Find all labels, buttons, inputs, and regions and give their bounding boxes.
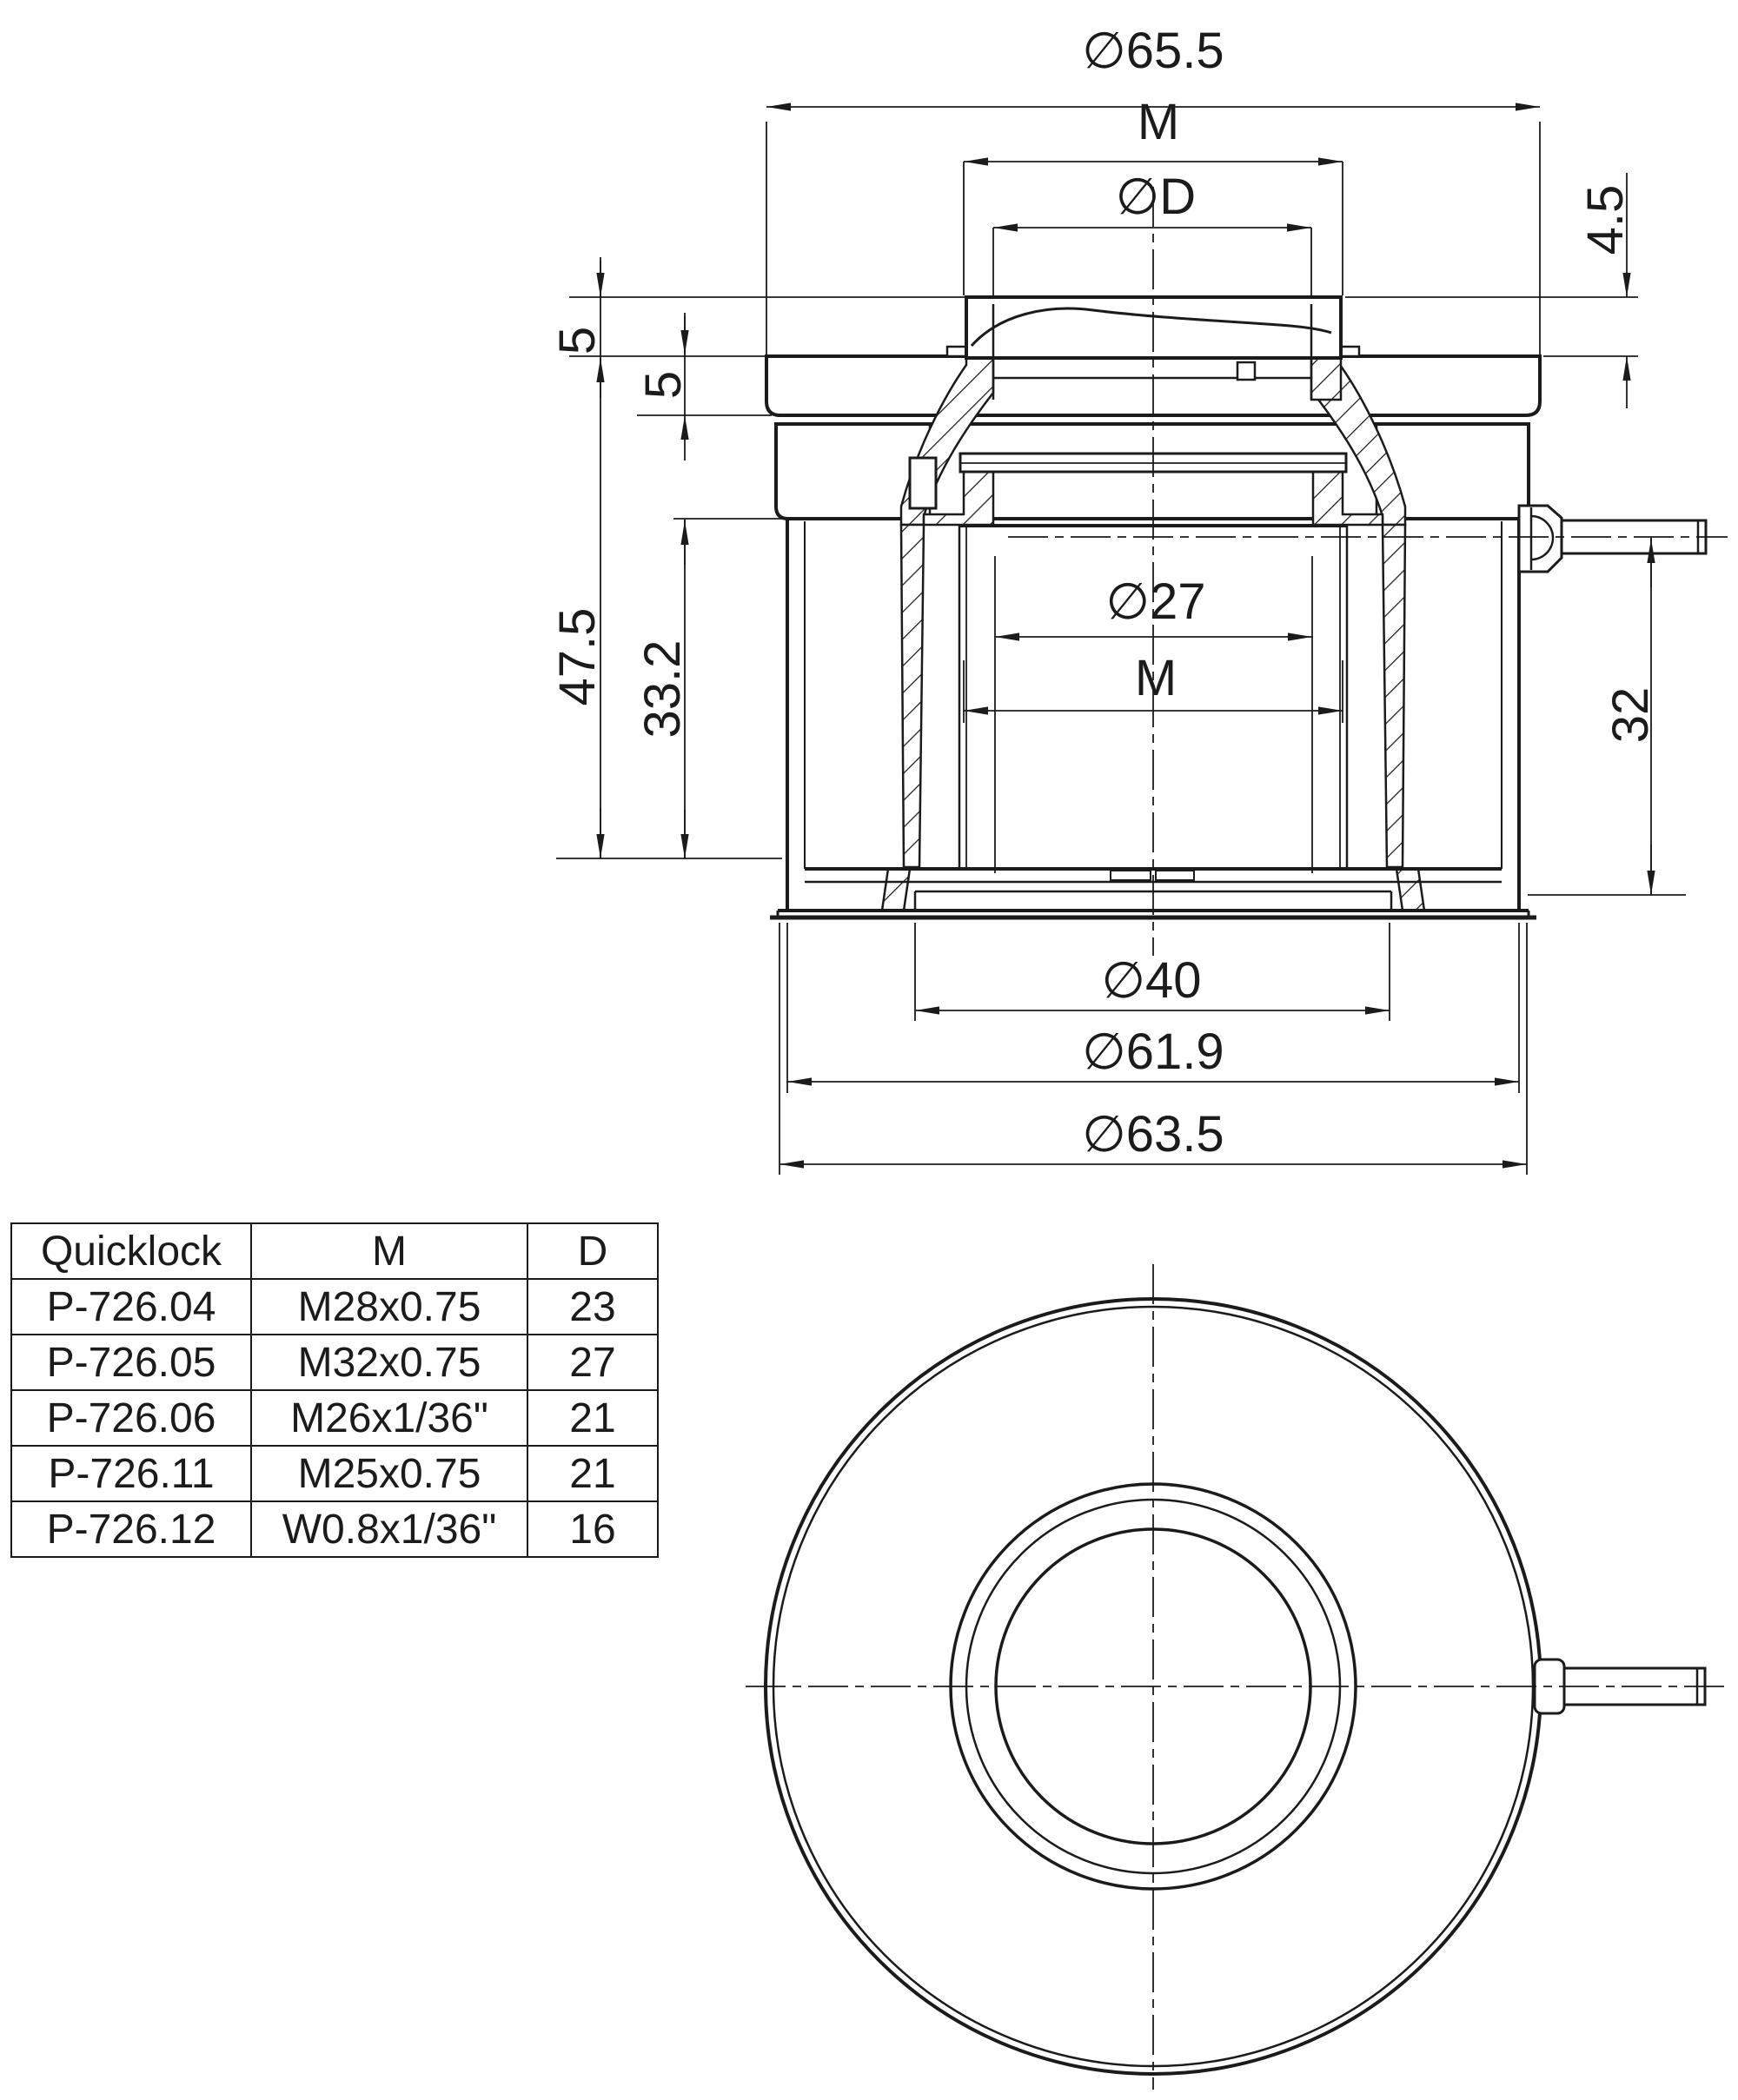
- table-header-d: D: [527, 1222, 659, 1280]
- clamp-tab-left: [908, 456, 938, 510]
- cell-thread: W0.8x1/36": [250, 1500, 528, 1558]
- cell-thread: M28x0.75: [250, 1278, 528, 1335]
- section-dimensions: ∅65.5 M ∅D 4.5: [549, 23, 1686, 1175]
- cell-diameter: 16: [527, 1500, 659, 1558]
- dim-label-32: 32: [1602, 687, 1659, 744]
- cell-diameter: 21: [527, 1389, 659, 1447]
- cell-model: P-726.04: [10, 1278, 252, 1335]
- dim-label-d27: ∅27: [1105, 573, 1205, 630]
- funnel-left-wall: [899, 523, 925, 869]
- cell-diameter: 23: [527, 1278, 659, 1335]
- section-view: ∅65.5 M ∅D 4.5: [549, 23, 1728, 1175]
- dim-label-m-inner: M: [1135, 650, 1177, 706]
- foot-right-hatch: [1395, 867, 1426, 912]
- dim-label-d65-5: ∅65.5: [1082, 23, 1224, 79]
- wave-spring: [970, 307, 1332, 347]
- table-header-row: Quicklock M D: [10, 1222, 659, 1280]
- adapter-section-geometry: [765, 295, 1708, 920]
- dim-label-47-5: 47.5: [549, 608, 606, 706]
- dim-label-5-upper: 5: [549, 327, 606, 354]
- foot-left-hatch: [880, 867, 912, 912]
- cell-diameter: 27: [527, 1334, 659, 1391]
- table-header-quicklock: Quicklock: [10, 1222, 252, 1280]
- dim-label-4-5: 4.5: [1577, 185, 1634, 255]
- table-row: P-726.06 M26x1/36" 21: [10, 1389, 659, 1447]
- table-row: P-726.12 W0.8x1/36" 16: [10, 1500, 659, 1558]
- quicklock-spec-table: Quicklock M D P-726.04 M28x0.75 23 P-726…: [10, 1222, 659, 1558]
- bottom-view: [746, 1264, 1731, 2090]
- dim-label-dD: ∅D: [1116, 169, 1196, 225]
- cell-diameter: 21: [527, 1445, 659, 1502]
- cell-model: P-726.05: [10, 1334, 252, 1391]
- funnel-right-wall: [1381, 523, 1407, 869]
- dim-label-33-2: 33.2: [634, 640, 691, 739]
- set-screw-notch: [1236, 361, 1257, 381]
- cell-model: P-726.11: [10, 1445, 252, 1502]
- cable-connector-section: [1517, 504, 1563, 573]
- dim-label-m-top: M: [1138, 94, 1179, 150]
- cell-model: P-726.12: [10, 1500, 252, 1558]
- dim-label-d40: ∅40: [1101, 952, 1201, 1009]
- dim-label-d63-5: ∅63.5: [1082, 1106, 1224, 1163]
- section-centerlines: [1008, 187, 1728, 956]
- cell-thread: M25x0.75: [250, 1445, 528, 1502]
- table-row: P-726.05 M32x0.75 27: [10, 1334, 659, 1391]
- table-header-m: M: [250, 1222, 528, 1280]
- dim-label-d61-9: ∅61.9: [1082, 1024, 1224, 1080]
- cell-thread: M32x0.75: [250, 1334, 528, 1391]
- cell-thread: M26x1/36": [250, 1389, 528, 1447]
- table-row: P-726.04 M28x0.75 23: [10, 1278, 659, 1335]
- cell-model: P-726.06: [10, 1389, 252, 1447]
- bottom-view-centerlines: [746, 1264, 1731, 2090]
- dim-label-5-lower: 5: [635, 371, 692, 399]
- table-row: P-726.11 M25x0.75 21: [10, 1445, 659, 1502]
